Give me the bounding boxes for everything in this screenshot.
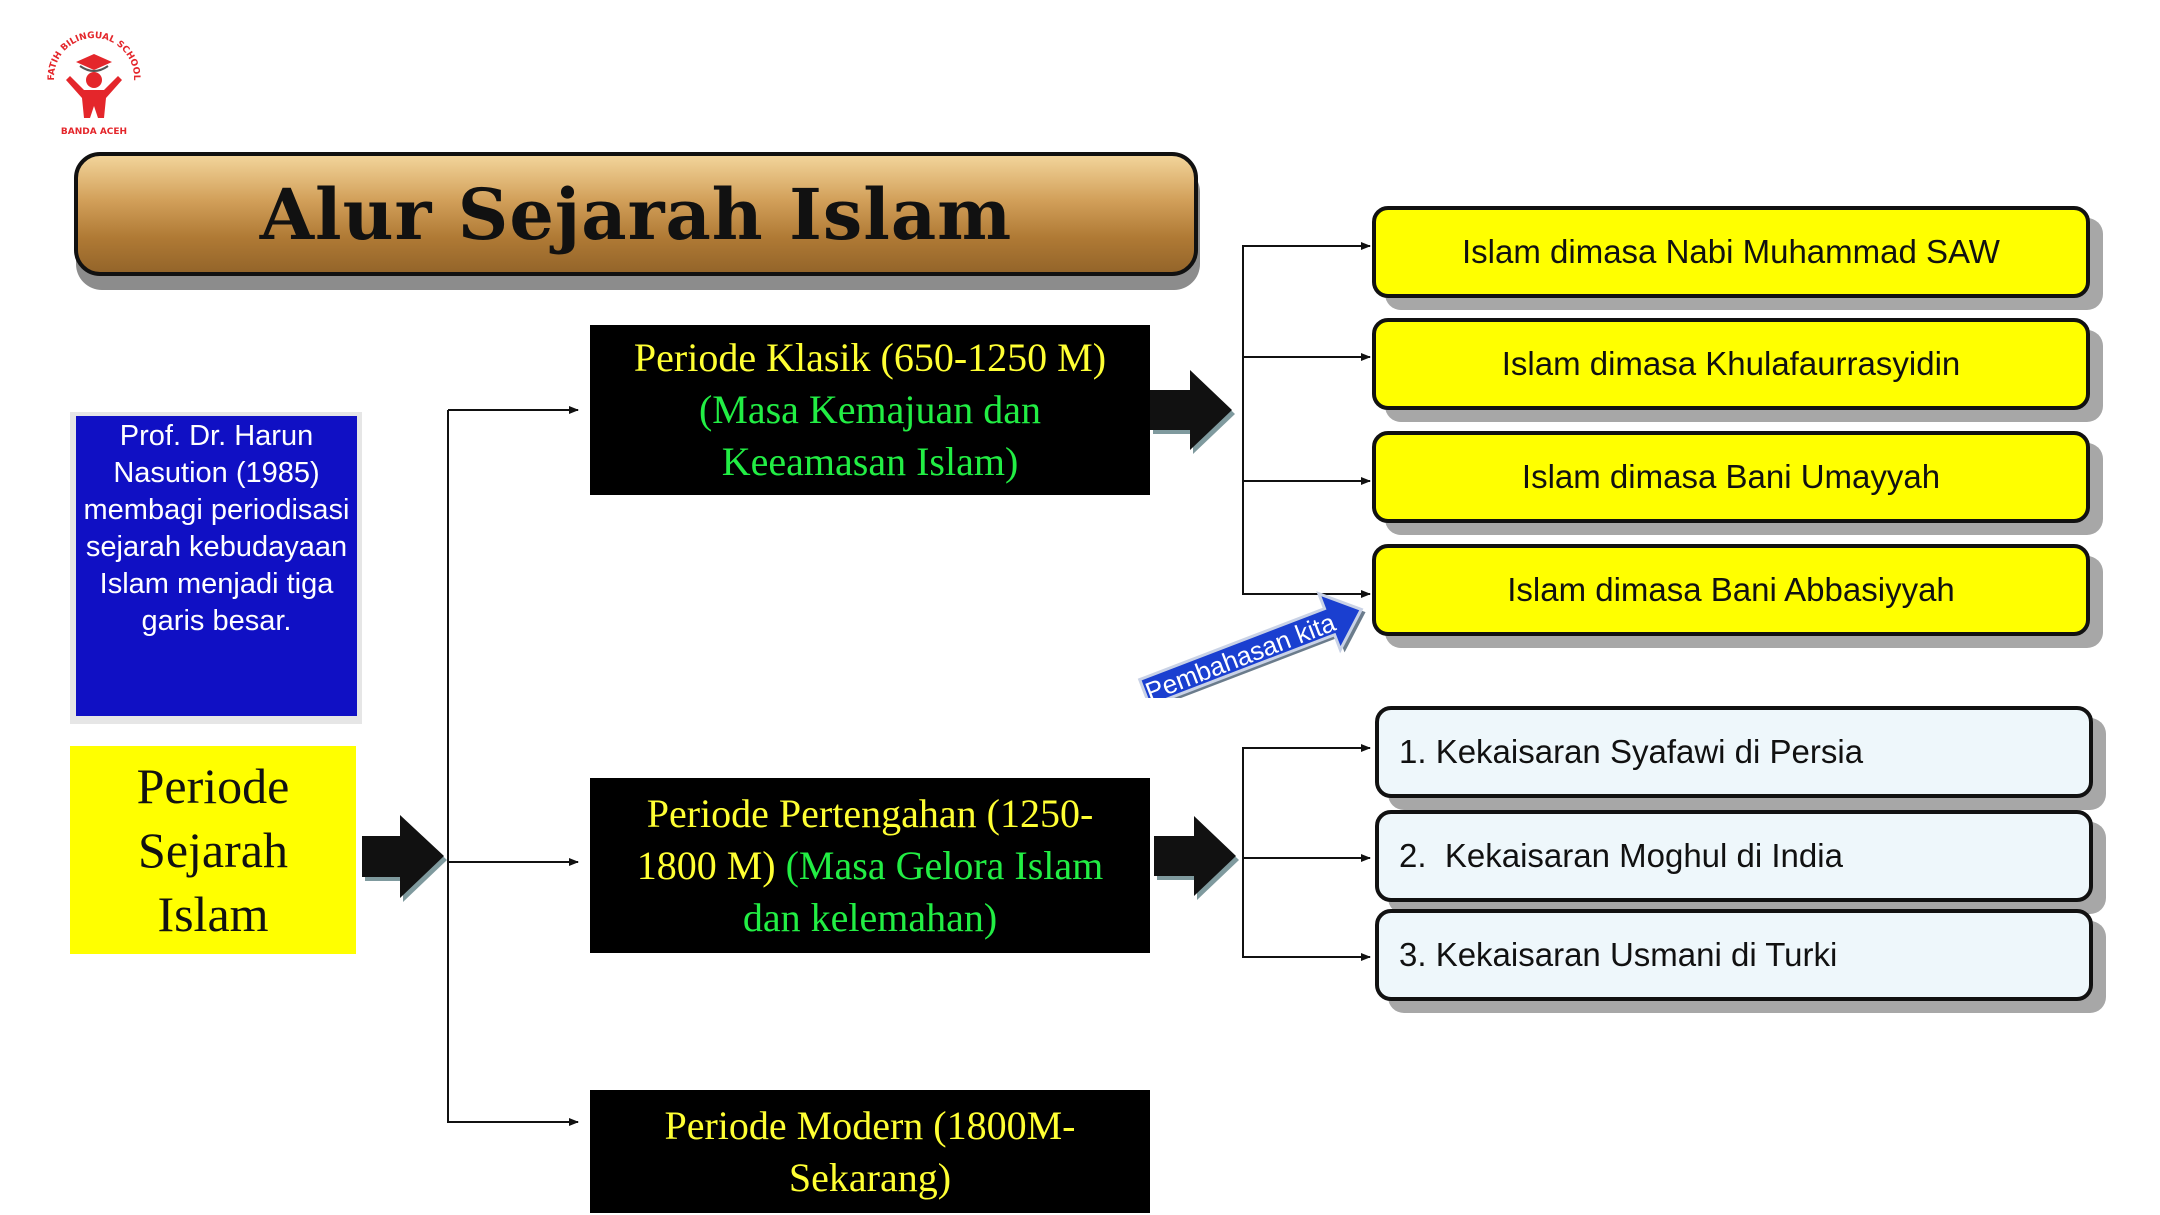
klasik-item-3: Islam dimasa Bani Umayyah	[1372, 431, 2090, 523]
pertengahan-item-1-label: 1. Kekaisaran Syafawi di Persia	[1399, 733, 1864, 770]
big-arrow-root	[362, 815, 447, 902]
klasik-item-1: Islam dimasa Nabi Muhammad SAW	[1372, 206, 2090, 298]
pertengahan-item-2-label: 2. Kekaisaran Moghul di India	[1399, 837, 1843, 874]
logo-city: BANDA ACEH	[61, 127, 127, 137]
period-klasik-label: Periode Klasik (650-1250 M)	[633, 335, 1107, 380]
pointer-arrow-icon: Pembahasan kita	[1137, 591, 1366, 709]
page-title: Alur Sejarah Islam	[74, 152, 1198, 276]
pertengahan-item-1: 1. Kekaisaran Syafawi di Persia	[1375, 706, 2093, 798]
pertengahan-branch-lines	[1242, 744, 1371, 961]
big-arrow-pertengahan	[1154, 816, 1239, 900]
klasik-item-3-label: Islam dimasa Bani Umayyah	[1521, 458, 1941, 495]
pertengahan-item-3: 3. Kekaisaran Usmani di Turki	[1375, 909, 2093, 1001]
klasik-branch-lines	[1242, 242, 1371, 598]
klasik-item-2: Islam dimasa Khulafaurrasyidin	[1372, 318, 2090, 410]
klasik-item-2-label: Islam dimasa Khulafaurrasyidin	[1501, 345, 1961, 382]
info-box: Prof. Dr. Harun Nasution (1985) membagi …	[76, 416, 357, 716]
klasik-item-4-label: Islam dimasa Bani Abbasiyyah	[1507, 571, 1955, 608]
period-klasik-sub: (Masa Kemajuan dan Keeamasan Islam)	[698, 387, 1042, 484]
period-pertengahan-box: Periode Pertengahan (1250-1800 M) (Masa …	[590, 778, 1150, 953]
period-pertengahan-sub: (Masa Gelora Islam dan kelemahan)	[742, 842, 1104, 940]
klasik-item-1-label: Islam dimasa Nabi Muhammad SAW	[1462, 233, 2000, 270]
period-modern-box: Periode Modern (1800M-Sekarang)	[590, 1090, 1150, 1213]
klasik-item-4: Islam dimasa Bani Abbasiyyah	[1372, 544, 2090, 636]
period-modern-label: Periode Modern (1800M-Sekarang)	[664, 1102, 1076, 1200]
pertengahan-item-2: 2. Kekaisaran Moghul di India	[1375, 810, 2093, 902]
root-periode-label: Periode Sejarah Islam	[136, 758, 290, 942]
pointer-tag: Pembahasan kita	[1118, 578, 1378, 709]
graduate-figure-icon: FATIH BILINGUAL SCHOOL BANDA ACEH	[47, 31, 141, 137]
big-arrow-klasik	[1150, 370, 1235, 454]
pointer-tag-label: Pembahasan kita	[1141, 607, 1340, 698]
pertengahan-item-3-label: 3. Kekaisaran Usmani di Turki	[1399, 936, 1838, 973]
root-periode-box: Periode Sejarah Islam	[70, 746, 356, 954]
period-klasik-box: Periode Klasik (650-1250 M) (Masa Kemaju…	[590, 325, 1150, 495]
school-logo: FATIH BILINGUAL SCHOOL BANDA ACEH	[40, 18, 148, 138]
root-branch-lines	[447, 406, 579, 1126]
period-pertengahan-label: Periode Pertengahan (1250-1800 M)	[636, 790, 1094, 888]
